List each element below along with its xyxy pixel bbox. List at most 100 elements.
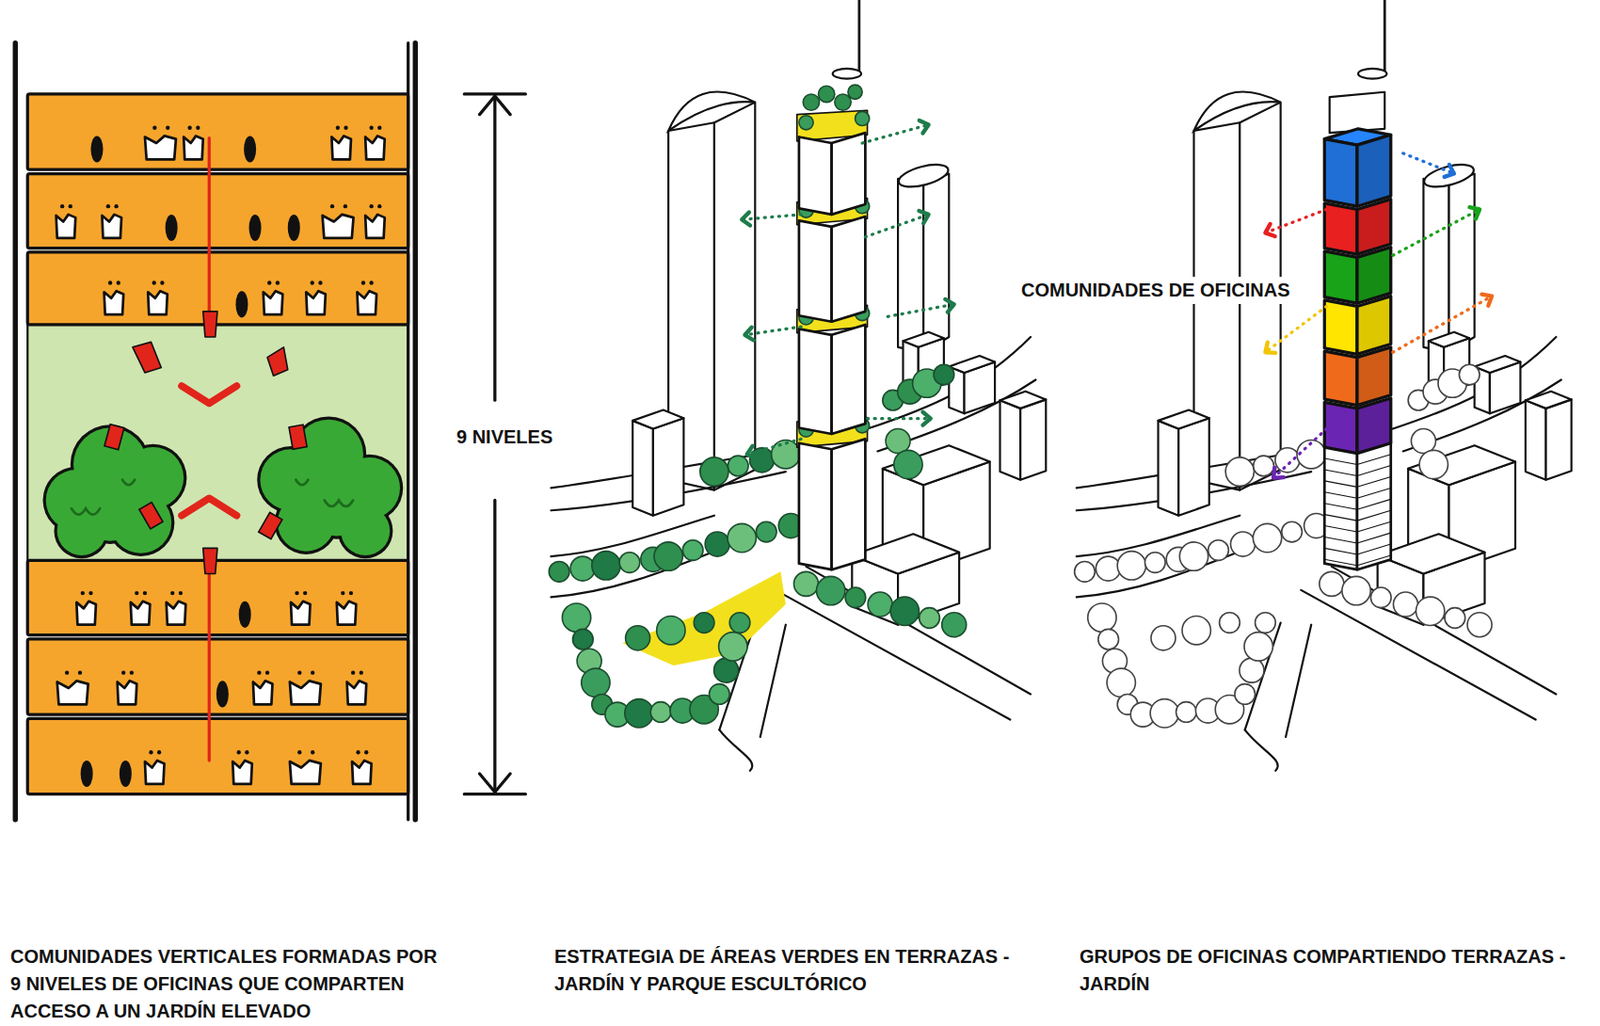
person-head [129,671,134,675]
floor-line [1324,544,1391,555]
person-head [297,750,302,754]
dimension-line [493,96,496,400]
person-figure [289,680,321,704]
office-block [1357,199,1392,256]
circulation-mark [203,311,218,337]
office-block [1324,203,1358,255]
road-line [719,729,752,770]
person-head [64,671,69,675]
wall-line [13,43,18,820]
person-figure [166,601,187,625]
person-figure [322,214,354,239]
tree-symbol [693,612,715,634]
person-head [152,280,157,285]
person-head [106,204,111,208]
person-head [170,591,175,595]
office-block [1357,347,1392,406]
dotted-arrow [862,124,928,144]
person-figure [356,290,377,315]
tree-symbol [1098,628,1120,650]
person-figure [117,680,138,704]
tree-symbol [755,521,777,543]
tree-symbol [1106,668,1136,697]
arrow-head [1469,207,1480,219]
person-head [157,750,161,754]
tree-symbol [1074,560,1096,582]
tree-symbol [818,85,835,102]
sculpture-mark [139,502,163,529]
person-figure [263,290,284,315]
person-figure [119,760,132,787]
person-head [187,126,192,130]
tower-antenna [1358,68,1387,80]
tree-symbol [1319,571,1344,596]
tree-symbol [1458,364,1480,385]
sculpture-park [622,571,785,666]
floor-line [1324,465,1391,477]
road-line [1285,624,1312,737]
person-head [80,591,85,595]
tower-crown [1193,92,1280,131]
building-roof [1525,391,1572,409]
dotted-arrow [1264,305,1327,352]
building-roof [1474,355,1521,373]
dotted-arrow [1392,296,1492,353]
office-block [1357,247,1392,304]
building-roof [903,332,944,348]
tree-symbol [793,571,818,596]
callout-label: COMUNIDADES DE OFICINAS [1021,276,1291,304]
tree-symbol [933,364,955,385]
sculpture-mark [288,424,307,449]
office-floor [27,560,408,635]
tree-symbol [714,657,739,683]
person-figure [365,135,385,160]
person-head [359,671,364,675]
person-figure [216,680,229,707]
tree-symbol [570,556,595,581]
person-figure [101,214,122,239]
person-head [108,280,112,285]
person-head [377,126,382,130]
building-face [1020,399,1046,480]
tower-module [1357,441,1392,571]
building-roof [1428,332,1470,348]
tree-symbol [1370,587,1392,608]
dotted-arrow [1392,208,1480,256]
office-floor [27,94,408,170]
person-head [237,750,241,754]
floor-line [1324,477,1391,488]
tree-symbol [548,560,570,582]
tree-symbol [848,84,863,99]
dotted-arrow [1264,208,1327,233]
person-head [355,750,360,754]
sculpture-mark [132,341,161,373]
tree-detail [71,508,100,515]
tree-symbol [845,587,866,608]
tree-symbol [1467,612,1492,638]
person-head [310,671,315,675]
tree-detail [122,480,135,485]
tree-symbol [1281,521,1303,543]
arrow-head [741,212,751,226]
person-head [60,204,64,208]
person-figure [80,760,94,787]
road-line [1300,590,1536,720]
dimension-label: 9 NIVELES [456,423,553,451]
arrow-head [181,497,238,515]
person-head [336,126,340,130]
tree-symbol [816,576,846,605]
arrow-head [919,120,929,133]
tree-symbol [1208,540,1230,561]
dotted-arrow [1403,153,1455,175]
tree-symbol [894,449,923,479]
office-floor [27,174,408,249]
tree-symbol [1225,457,1254,486]
building-face [1546,399,1572,480]
arrow-head [744,327,753,341]
person-head [377,204,382,208]
road-line [760,624,786,737]
tree-symbol [890,596,919,625]
person-head [68,204,73,208]
person-figure [288,214,301,241]
office-floor [27,718,408,794]
